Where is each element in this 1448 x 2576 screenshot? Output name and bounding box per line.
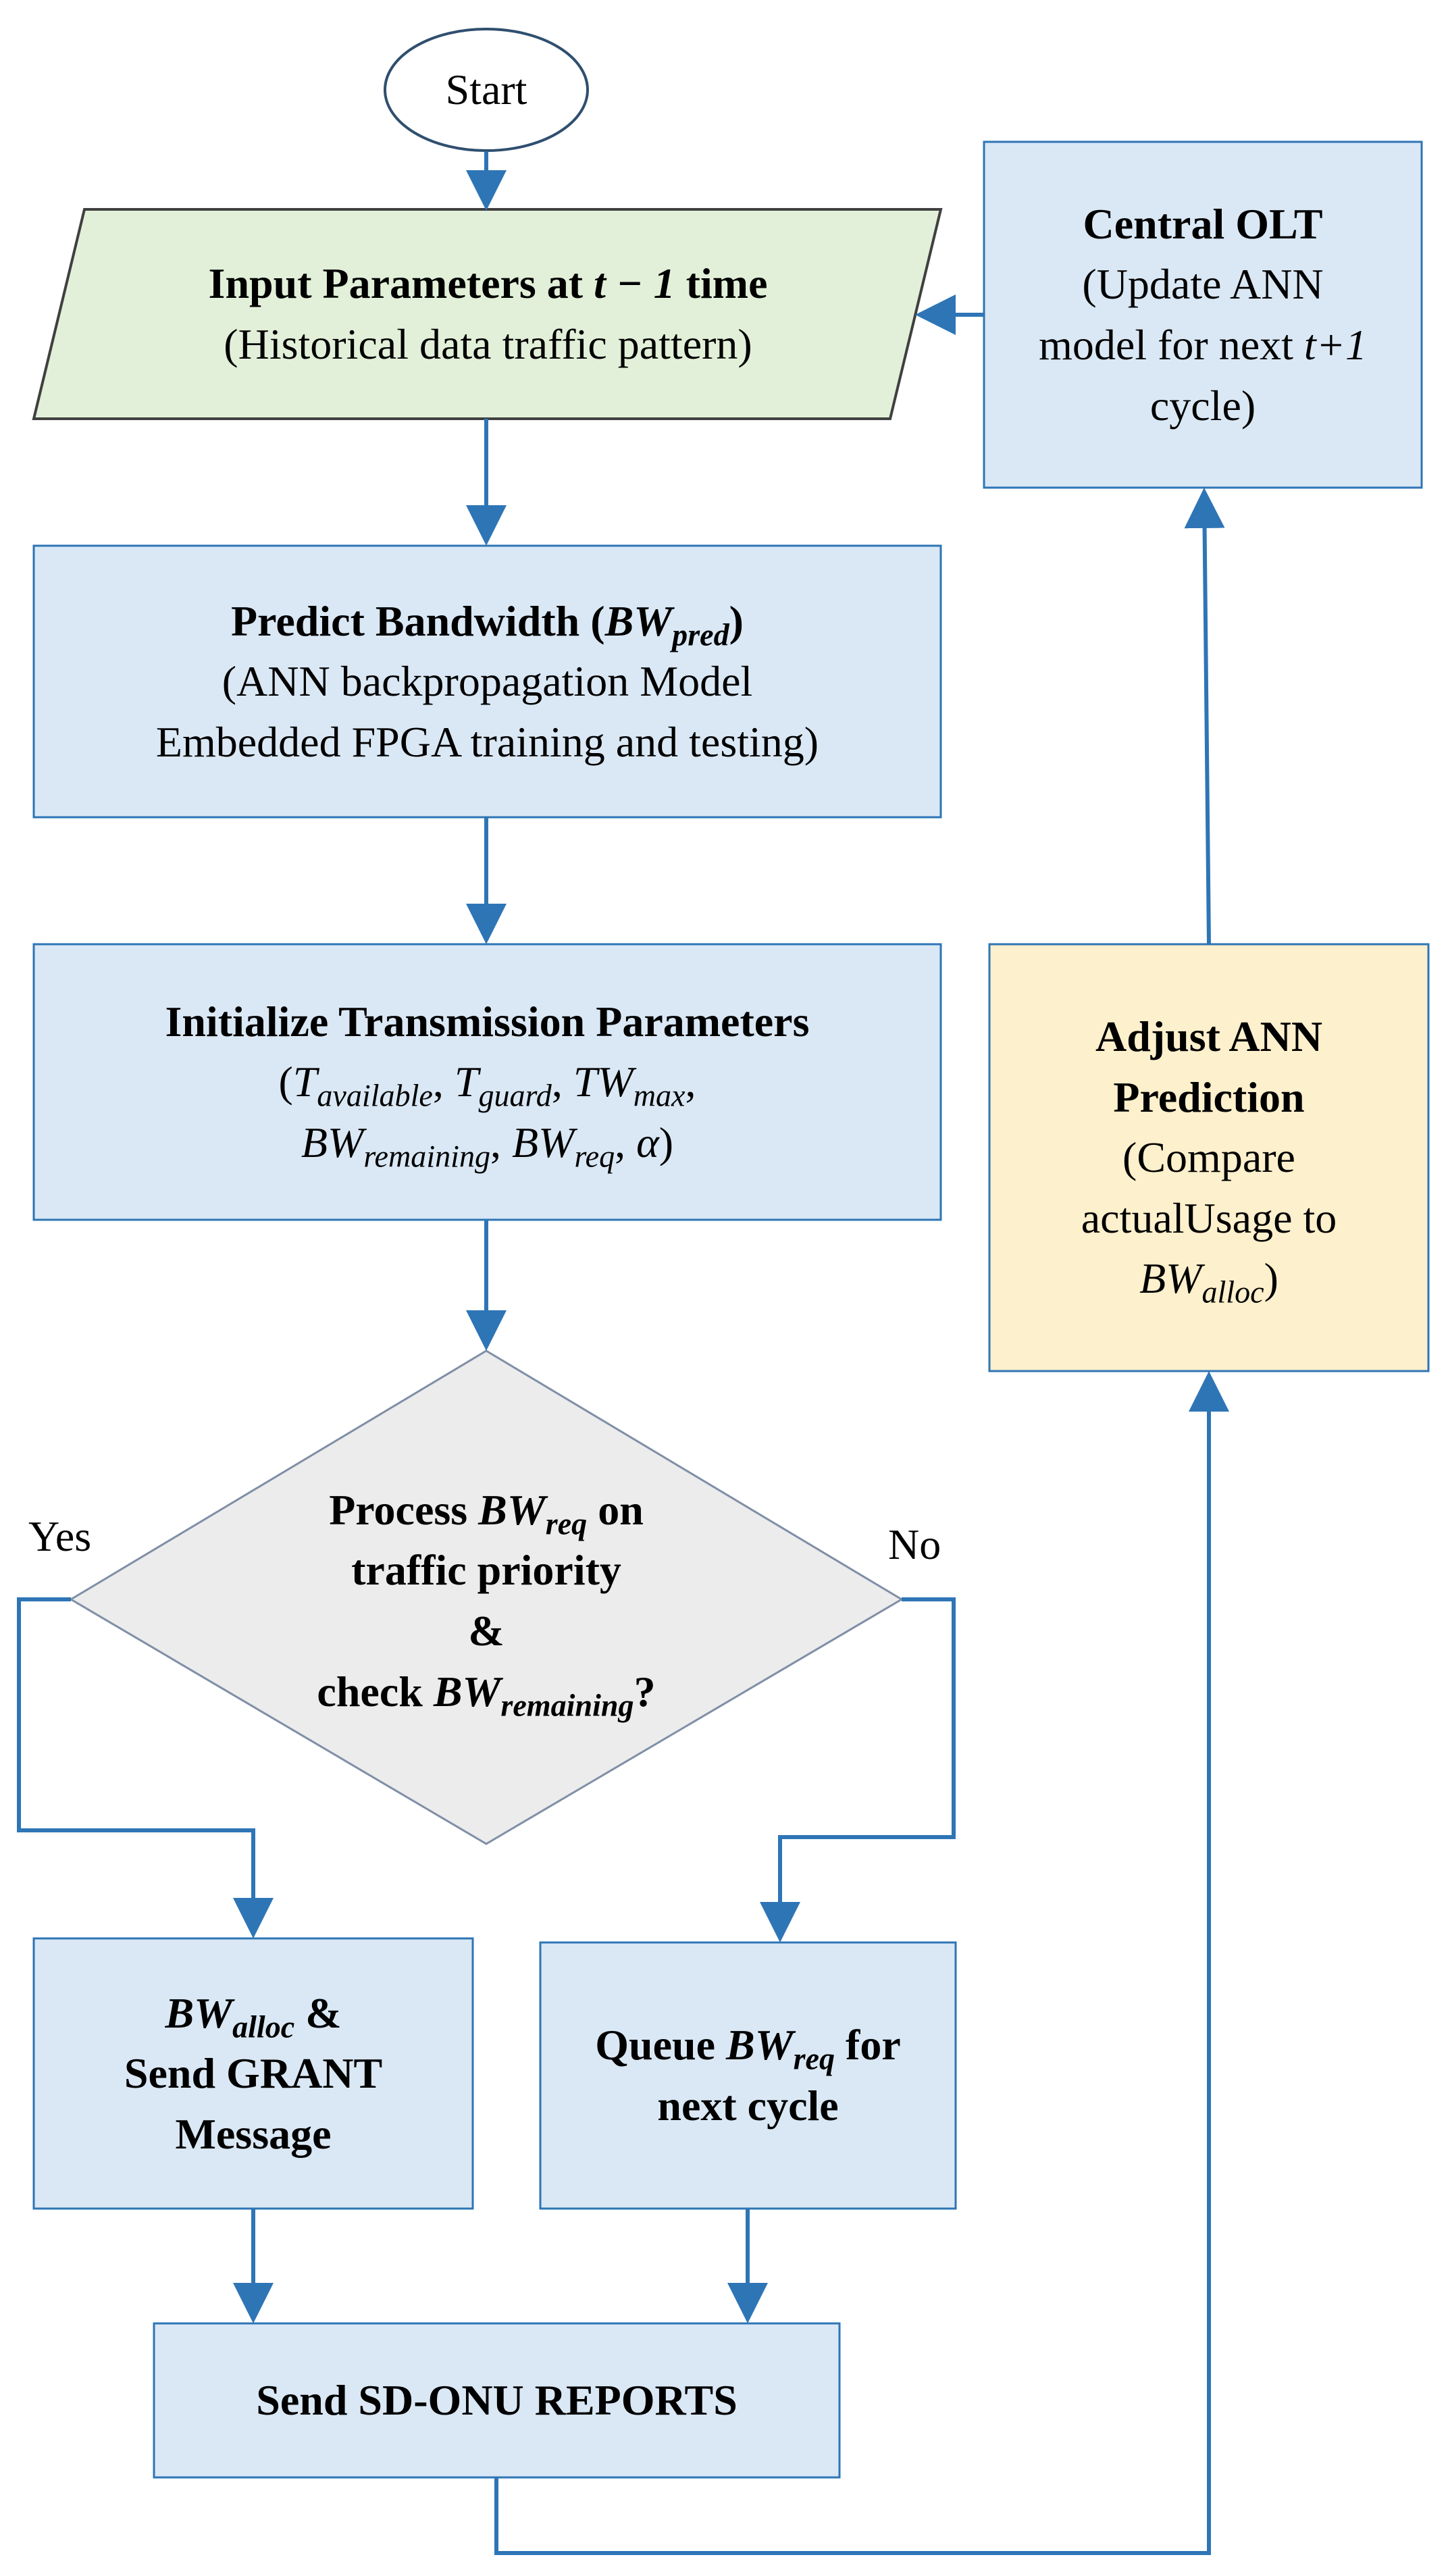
central-line2: (Update ANN	[1082, 260, 1324, 309]
alloc-line2: Send GRANT	[124, 2049, 383, 2098]
predict-title: Predict Bandwidth (BWpred)	[231, 591, 744, 652]
decision-label-box: Process BWreq on traffic priority & chec…	[216, 1445, 756, 1756]
connector-group	[17, 151, 1229, 2555]
decision-line1-b: on	[587, 1485, 644, 1534]
predict-var: BW	[604, 596, 673, 645]
queue-label-box: Queue BWreq for next cycle	[540, 1942, 956, 2209]
init-title: Initialize Transmission Parameters	[165, 997, 810, 1046]
no-label: No	[888, 1520, 941, 1568]
adjust-line4: actualUsage to	[1081, 1193, 1337, 1242]
init-sep-5: ,	[615, 1118, 637, 1166]
init-sep-4: ,	[490, 1118, 513, 1166]
queue-line1: Queue BWreq for	[595, 2015, 901, 2076]
central-line3-var: t+1	[1303, 321, 1367, 369]
queue-var: BW	[726, 2021, 794, 2069]
input-subtitle: (Historical data traffic pattern)	[224, 320, 752, 368]
input-title: Input Parameters at t − 1 time	[209, 253, 768, 314]
decision-diamond	[69, 1349, 904, 1845]
decision-line4-a: check	[317, 1667, 434, 1716]
alloc-line1: BWalloc &	[165, 1983, 341, 2044]
init-t-guard-sub: guard	[478, 1078, 552, 1113]
init-tw-max: TW	[573, 1058, 634, 1106]
init-line2: (Tavailable, Tguard, TWmax,	[278, 1052, 696, 1112]
init-t-guard: T	[454, 1058, 479, 1106]
init-alpha: α	[636, 1118, 659, 1166]
decision-line1-a: Process	[329, 1485, 479, 1534]
predict-line3: Embedded FPGA training and testing)	[155, 717, 819, 766]
input-title-var: t − 1	[594, 259, 675, 308]
alloc-label-box: BWalloc & Send GRANT Message	[34, 1938, 473, 2209]
central-olt-box	[983, 140, 1423, 489]
report-label-box: Send SD-ONU REPORTS	[154, 2323, 839, 2477]
central-label-box: Central OLT (Update ANN model for next t…	[984, 142, 1422, 488]
init-label-box: Initialize Transmission Parameters (Tava…	[34, 944, 941, 1220]
init-bw-remaining: BW	[301, 1118, 364, 1166]
init-bw-remaining-sub: remaining	[363, 1139, 491, 1174]
report-label: Send SD-ONU REPORTS	[256, 2376, 738, 2425]
decision-line2: traffic priority	[351, 1546, 621, 1595]
adjust-label-box: Adjust ANN Prediction (Compare actualUsa…	[989, 944, 1428, 1371]
input-parallelogram	[32, 208, 943, 420]
start-label-box: Start	[385, 29, 588, 151]
decision-line3: &	[468, 1607, 505, 1655]
init-bw-req-sub: req	[574, 1139, 615, 1174]
arrow-yes-to-alloc	[17, 1597, 274, 1938]
queue-b: for	[835, 2021, 901, 2069]
queue-box	[539, 1941, 957, 2210]
queue-a: Queue	[595, 2021, 727, 2069]
init-t-available-sub: available	[317, 1078, 433, 1113]
central-title: Central OLT	[1083, 199, 1323, 248]
alloc-line3: Message	[175, 2109, 332, 2158]
init-tw-max-sub: max	[633, 1078, 686, 1113]
decision-var-1: BW	[478, 1485, 546, 1534]
start-label: Start	[445, 66, 527, 114]
input-title-a: Input Parameters at	[208, 259, 594, 308]
adjust-sub: alloc	[1201, 1275, 1264, 1310]
adjust-close: )	[1264, 1254, 1278, 1303]
decision-rem-sub: remaining	[500, 1688, 634, 1723]
adjust-title1: Adjust ANN	[1095, 1012, 1323, 1061]
alloc-box	[32, 1937, 474, 2210]
adjust-line3: (Compare	[1122, 1133, 1295, 1182]
decision-req-sub: req	[545, 1506, 588, 1541]
init-t-available: T	[292, 1058, 317, 1106]
queue-line2: next cycle	[657, 2082, 839, 2130]
init-sep-1: ,	[432, 1058, 455, 1106]
init-sep-3: ,	[685, 1058, 696, 1106]
predict-title-b: )	[729, 596, 744, 645]
start-oval	[384, 28, 589, 152]
init-bw-req: BW	[512, 1118, 575, 1166]
decision-var-2: BW	[433, 1667, 501, 1716]
input-label-box: Input Parameters at t − 1 time (Historic…	[61, 209, 915, 419]
alloc-amp: &	[294, 1988, 342, 2037]
central-line3-a: model for next	[1039, 321, 1304, 369]
arrow-no-to-queue	[760, 1597, 956, 1942]
decision-line4: check BWremaining?	[317, 1661, 655, 1722]
predict-label-box: Predict Bandwidth (BWpred) (ANN backprop…	[34, 546, 941, 817]
adjust-var: BW	[1139, 1254, 1202, 1303]
init-line3: BWremaining, BWreq, α)	[301, 1112, 673, 1173]
input-title-b: time	[675, 259, 768, 308]
adjust-title2: Prediction	[1113, 1073, 1305, 1121]
predict-sub: pred	[672, 617, 729, 652]
arrow-adjust-to-central	[1184, 488, 1225, 945]
arrow-report-to-adjust	[494, 1371, 1229, 2555]
alloc-var: BW	[165, 1988, 233, 2037]
init-paren-close: )	[658, 1118, 674, 1166]
init-sep-2: ,	[551, 1058, 573, 1106]
central-line4: cycle)	[1149, 381, 1256, 430]
yes-label: Yes	[28, 1512, 92, 1560]
predict-title-a: Predict Bandwidth (	[231, 596, 605, 645]
decision-line4-b: ?	[634, 1667, 656, 1716]
alloc-sub: alloc	[232, 2009, 295, 2044]
init-paren-open: (	[278, 1058, 293, 1106]
init-box	[32, 943, 942, 1221]
decision-line1: Process BWreq on	[329, 1480, 644, 1541]
predict-box	[32, 544, 942, 819]
adjust-line5: BWalloc)	[1139, 1248, 1278, 1309]
predict-line2: (ANN backpropagation Model	[222, 657, 753, 706]
queue-sub: req	[793, 2042, 835, 2077]
central-line3: model for next t+1	[1039, 315, 1367, 376]
